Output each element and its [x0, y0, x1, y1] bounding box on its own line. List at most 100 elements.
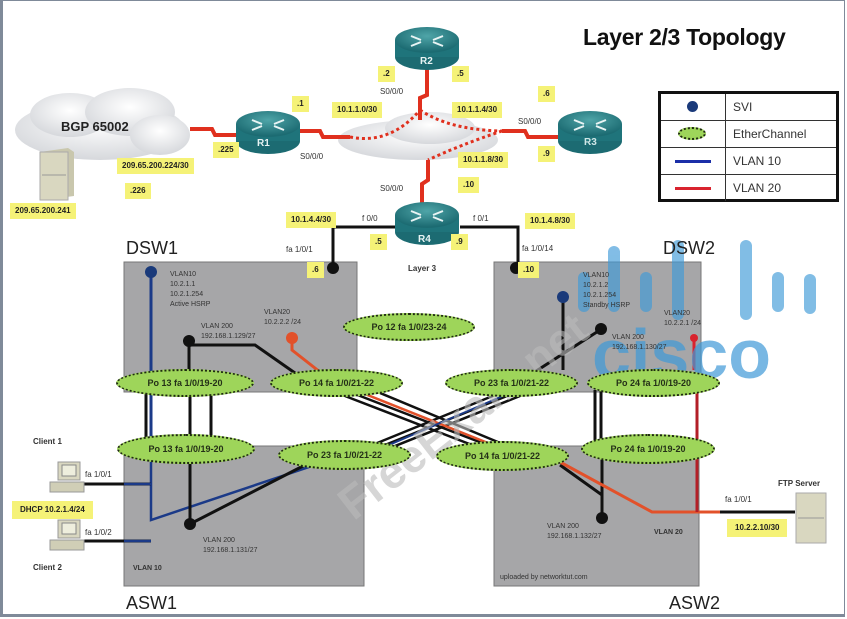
dsw1-vlan200-svi: [183, 335, 195, 347]
dsw2-vlan20-ip: 10.2.2.1 /24: [664, 320, 701, 327]
client2-label: Client 2: [33, 563, 62, 572]
asw2-vlan200-ip: 192.168.1.132/27: [547, 533, 602, 540]
r1-ip-left: .225: [213, 142, 239, 158]
subnet-r1-r2: 10.1.1.0/30: [332, 102, 383, 118]
asw1-port-client2: fa 1/0/2: [85, 528, 112, 537]
dsw2-uplink-ip: .10: [518, 262, 540, 278]
dsw1-uplink-ip: .6: [307, 262, 324, 278]
asw2-vlan200-svi: [596, 512, 608, 524]
dsw2-vlan10-name: VLAN10: [583, 272, 610, 279]
etherchannel-po12[interactable]: Po 12 fa 1/0/23-24: [343, 313, 475, 341]
dsw1-asw1-trunks: [144, 390, 213, 440]
etherchannel-po13-dsw1[interactable]: Po 13 fa 1/0/19-20: [116, 369, 254, 397]
r3-interface: S0/0/0: [518, 117, 542, 126]
router-r3[interactable]: [558, 111, 622, 154]
dsw1-vlan20-name: VLAN20: [264, 309, 291, 316]
asw1-title: ASW1: [126, 593, 178, 613]
dsw2-vlan200-ip: 192.168.1.130/27: [612, 344, 667, 351]
r1-interface: S0/0/0: [300, 152, 324, 161]
asw2-vlan200-name: VLAN 200: [547, 523, 579, 530]
dsw1-vlan10-ip: 10.2.1.1: [170, 281, 196, 288]
dsw1-title: DSW1: [126, 238, 179, 258]
etherchannel-po13-asw1[interactable]: Po 13 fa 1/0/19-20: [117, 434, 255, 464]
r3-ip-top: .6: [538, 86, 555, 102]
dsw1-vlan10-name: VLAN10: [170, 271, 197, 278]
r1-ip-right: .1: [292, 96, 309, 112]
r4-interface-f01: f 0/1: [473, 214, 489, 223]
page-title: Layer 2/3 Topology: [583, 24, 786, 50]
dsw2-vlan20-name: VLAN20: [664, 310, 691, 317]
asw1-vlan200-ip: 192.168.1.131/27: [203, 547, 258, 554]
router-r1[interactable]: [236, 111, 300, 154]
etherchannel-po23-dsw2[interactable]: Po 23 fa 1/0/21-22: [445, 369, 578, 397]
red-line-icon: [675, 187, 711, 190]
asw2-title: ASW2: [669, 593, 721, 613]
bgp-server-ip: 209.65.200.241: [10, 203, 76, 219]
legend-row-vlan20: VLAN 20: [661, 175, 836, 201]
dsw2-title: DSW2: [663, 238, 716, 258]
bgp-server-icon: [39, 148, 74, 201]
dsw1-vlan10-hsrp: Active HSRP: [170, 301, 211, 308]
asw1-port-client1: fa 1/0/1: [85, 470, 112, 479]
frame-relay-pvcs: [349, 108, 503, 162]
r4-ip-top: .10: [458, 177, 480, 193]
subnet-r3-r4: 10.1.1.8/30: [458, 152, 509, 168]
asw2-port-ftp: fa 1/0/1: [725, 495, 752, 504]
client1-label: Client 1: [33, 437, 62, 446]
asw2-credit: uploaded by networktut.com: [500, 574, 588, 581]
r3-name: R3: [584, 137, 597, 148]
r4-name: R4: [418, 234, 431, 245]
dsw1-vlan200-name: VLAN 200: [201, 323, 233, 330]
client-dhcp-label: DHCP 10.2.1.4/24: [12, 501, 93, 519]
subnet-r4-dsw2: 10.1.4.8/30: [525, 213, 576, 229]
legend-row-vlan10: VLAN 10: [661, 148, 836, 175]
bgp-cloud: [15, 88, 190, 160]
dsw2-vlan200-svi: [595, 323, 607, 335]
dsw1-uplink-port: [327, 262, 339, 274]
asw2-vlan20-label: VLAN 20: [654, 529, 683, 536]
asw1-vlan200-svi: [184, 518, 196, 530]
r2-interface: S0/0/0: [380, 87, 404, 96]
dsw1-vlan10-svi: [145, 266, 157, 278]
cross-trunks: [344, 391, 521, 454]
asw1-vlan10-label: VLAN 10: [133, 565, 162, 572]
r1-name: R1: [257, 138, 270, 149]
dsw2-vlan10-hsrp: Standby HSRP: [583, 302, 631, 309]
ftp-server-label: FTP Server: [778, 479, 821, 488]
etherchannel-po24-dsw2[interactable]: Po 24 fa 1/0/19-20: [587, 369, 720, 397]
etherchannel-po14-asw2[interactable]: Po 14 fa 1/0/21-22: [436, 441, 569, 471]
etherchannel-po24-asw2[interactable]: Po 24 fa 1/0/19-20: [581, 434, 715, 464]
router-r2[interactable]: [395, 27, 459, 70]
dsw1-uplink-if: fa 1/0/1: [286, 245, 313, 254]
subnet-r2-r3: 10.1.1.4/30: [452, 102, 503, 118]
client2-pc-icon: [49, 519, 85, 551]
asw1-vlan200-name: VLAN 200: [203, 537, 235, 544]
etherchannel-icon: [678, 127, 706, 140]
dsw2-vlan20-svi: [690, 334, 698, 342]
dsw2-uplink-if: fa 1/0/14: [522, 244, 554, 253]
wan-cloud: [338, 112, 498, 160]
ftp-server-ip: 10.2.2.10/30: [727, 519, 788, 537]
legend: SVI EtherChannel VLAN 10 VLAN 20: [658, 91, 839, 202]
subnet-r4-dsw1: 10.1.4.4/30: [286, 212, 337, 228]
router-r4[interactable]: [395, 202, 459, 245]
legend-row-svi: SVI: [661, 94, 836, 121]
blue-line-icon: [675, 160, 711, 163]
dsw2-vlan10-vip: 10.2.1.254: [583, 292, 617, 299]
svi-dot-icon: [687, 101, 698, 112]
bgp-subnet-label: 209.65.200.224/30: [117, 158, 194, 174]
serial-links: [190, 62, 560, 205]
dsw2-asw2-trunks: [593, 390, 603, 440]
r2-ip-right: .5: [452, 66, 469, 82]
dsw1-vlan200-ip: 192.168.1.129/27: [201, 333, 256, 340]
client1-pc-icon: [49, 461, 85, 493]
dsw1-vlan20-svi: [286, 332, 298, 344]
r3-ip-bottom: .9: [538, 146, 555, 162]
etherchannel-po14-dsw1[interactable]: Po 14 fa 1/0/21-22: [270, 369, 403, 397]
etherchannel-po23-asw1[interactable]: Po 23 fa 1/0/21-22: [278, 440, 411, 470]
r4-interface-f00: f 0/0: [362, 214, 378, 223]
bgp-cloud-label: BGP 65002: [61, 119, 129, 134]
bgp-host-label: .226: [125, 183, 151, 199]
r2-ip-left: .2: [378, 66, 395, 82]
